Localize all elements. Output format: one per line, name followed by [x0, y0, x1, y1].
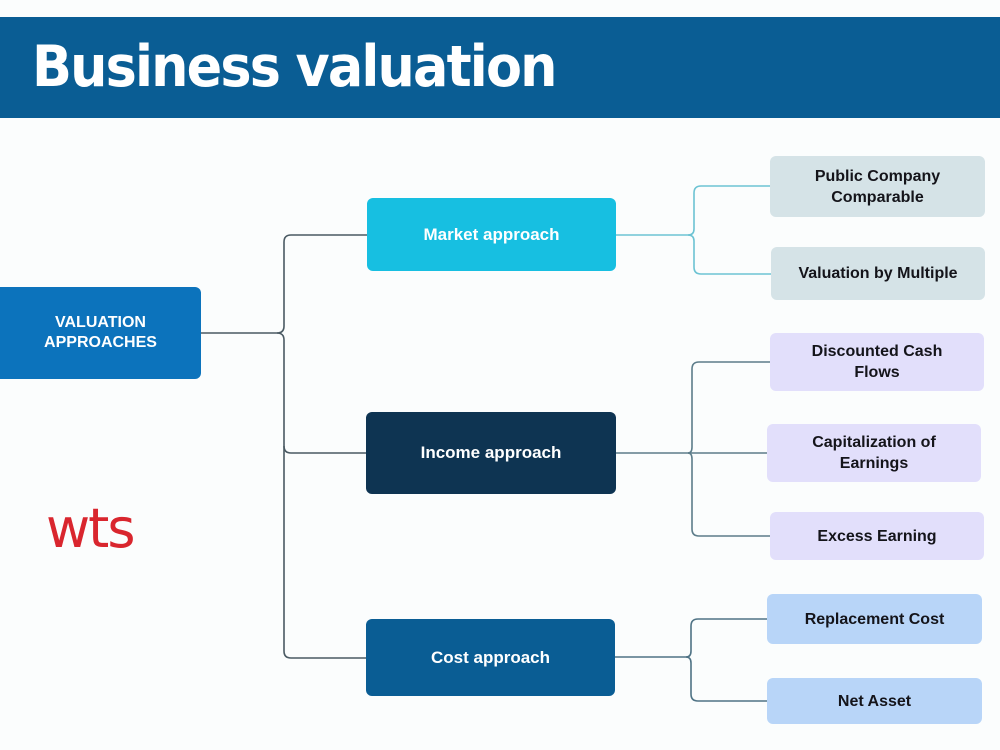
market-approach-label: Market approach: [423, 224, 560, 244]
page-title: Business valuation: [32, 34, 557, 100]
method-label-line2: Earnings: [839, 455, 909, 472]
method-discounted-cash-flows: Discounted Cash Flows: [770, 333, 984, 391]
method-valuation-by-multiple: Valuation by Multiple: [771, 247, 985, 300]
method-label: Excess Earning: [817, 527, 937, 545]
cost-approach-node: Cost approach: [366, 619, 615, 696]
method-public-company-comparable: Public Company Comparable: [770, 156, 985, 217]
wts-logo: wts: [46, 497, 135, 560]
method-label: Net Asset: [837, 692, 912, 710]
method-label: Valuation by Multiple: [798, 265, 958, 282]
root-label-line2: APPROACHES: [44, 334, 157, 351]
method-excess-earning: Excess Earning: [770, 512, 984, 560]
method-label-line1: Capitalization of: [812, 434, 936, 451]
income-approach-node: Income approach: [366, 412, 616, 494]
method-label-line1: Discounted Cash: [811, 343, 943, 360]
method-label: Replacement Cost: [804, 610, 945, 628]
method-label-line2: Comparable: [831, 188, 924, 206]
method-label-line1: Public Company: [814, 167, 941, 185]
root-label-line1: VALUATION: [55, 314, 146, 331]
method-label-line2: Flows: [854, 364, 900, 381]
valuation-approaches-node: VALUATION APPROACHES: [0, 287, 201, 379]
title-banner: Business valuation: [0, 17, 1000, 118]
cost-approach-label: Cost approach: [430, 647, 551, 667]
market-approach-node: Market approach: [367, 198, 616, 271]
method-replacement-cost: Replacement Cost: [767, 594, 982, 644]
income-approach-label: Income approach: [420, 443, 562, 462]
method-capitalization-of-earnings: Capitalization of Earnings: [767, 424, 981, 482]
method-net-asset: Net Asset: [767, 678, 982, 724]
